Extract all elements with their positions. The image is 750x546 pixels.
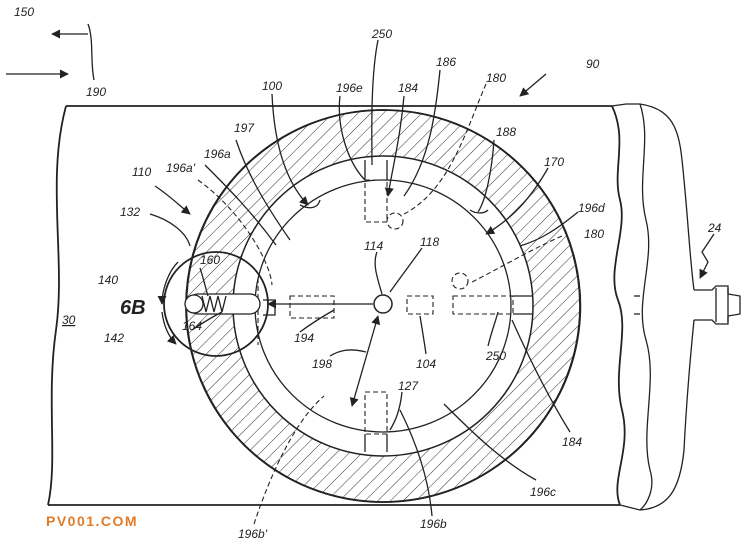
label-196b-prime: 196b': [238, 527, 268, 541]
label-184-bottom: 184: [562, 435, 582, 449]
label-90: 90: [586, 57, 600, 71]
label-110: 110: [132, 165, 151, 179]
label-190: 190: [86, 85, 106, 99]
label-250-top: 250: [371, 27, 392, 41]
label-196c: 196c: [530, 485, 556, 499]
outlet-fitting: [694, 285, 741, 325]
label-24: 24: [707, 221, 722, 235]
port-lines: [364, 160, 640, 452]
label-180-top: 180: [486, 71, 506, 85]
label-186: 186: [436, 55, 456, 69]
label-104: 104: [416, 357, 436, 371]
label-114: 114: [364, 239, 383, 253]
center-post: [267, 294, 393, 407]
label-198: 198: [312, 357, 332, 371]
label-150: 150: [14, 5, 34, 19]
label-184-top: 184: [398, 81, 418, 95]
label-164: 164: [182, 319, 202, 333]
label-196a: 196a: [204, 147, 231, 161]
label-188: 188: [496, 125, 516, 139]
label-170: 170: [544, 155, 564, 169]
label-196d: 196d: [578, 201, 605, 215]
label-142: 142: [104, 331, 124, 345]
direction-arrows: [6, 23, 95, 81]
dashed-features: [257, 179, 514, 435]
label-196b: 196b: [420, 517, 447, 531]
label-196a-prime: 196a': [166, 161, 196, 175]
leader-lines: [149, 39, 715, 525]
label-132: 132: [120, 205, 140, 219]
label-197: 197: [234, 121, 255, 135]
label-118: 118: [420, 235, 439, 249]
label-180-right: 180: [584, 227, 604, 241]
label-6B: 6B: [120, 297, 146, 319]
label-160: 160: [200, 253, 220, 267]
label-100: 100: [262, 79, 282, 93]
label-196e: 196e: [336, 81, 363, 95]
label-194: 194: [294, 331, 314, 345]
reference-labels: 150 190 90 250 186 180 100 196e 184 188 …: [14, 5, 722, 541]
label-30: 30: [62, 313, 76, 327]
detail-6B: [157, 251, 269, 357]
watermark: PV001.COM: [46, 513, 138, 529]
label-140: 140: [98, 273, 118, 287]
label-250-bottom: 250: [485, 349, 506, 363]
label-127: 127: [398, 379, 419, 393]
